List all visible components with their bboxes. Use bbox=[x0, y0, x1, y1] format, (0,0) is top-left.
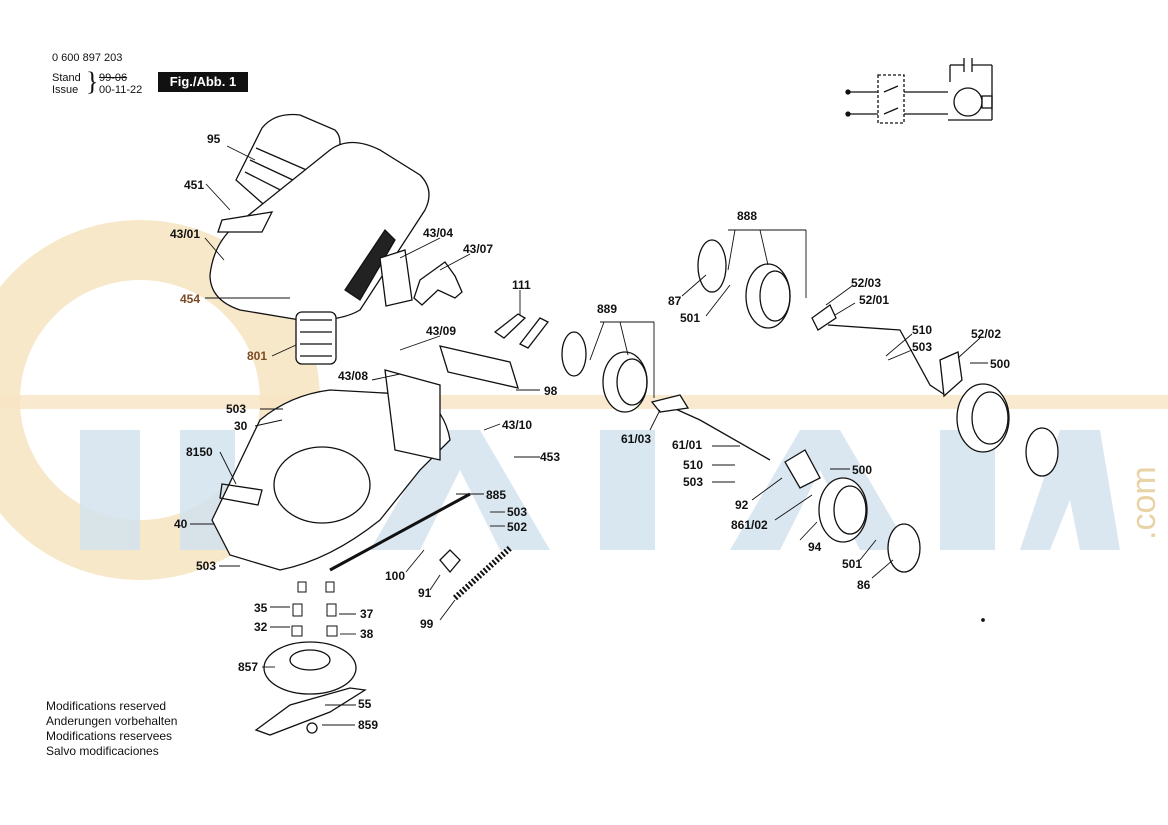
footer-note-en: Modifications reserved bbox=[46, 699, 167, 713]
part-label-501: 501 bbox=[680, 311, 701, 325]
part-label-43-07: 43/07 bbox=[463, 242, 494, 256]
part-label-61-01: 61/01 bbox=[672, 438, 703, 452]
part-label-37: 37 bbox=[360, 607, 374, 621]
part-label-95: 95 bbox=[207, 132, 221, 146]
part-label-87: 87 bbox=[668, 294, 682, 308]
circuit-schematic-icon bbox=[845, 58, 993, 124]
part-label-859: 859 bbox=[358, 718, 379, 732]
part-label-30: 30 bbox=[234, 419, 248, 433]
document-number: 0 600 897 203 bbox=[52, 52, 123, 64]
part-label-40: 40 bbox=[174, 517, 188, 531]
part-label-43-10: 43/10 bbox=[502, 418, 533, 432]
part-label-454: 454 bbox=[180, 292, 201, 306]
part-label-453: 453 bbox=[540, 450, 561, 464]
part-label-8150: 8150 bbox=[186, 445, 213, 459]
footer-note-fr: Modifications reservees bbox=[46, 729, 173, 743]
part-label-510: 510 bbox=[683, 458, 704, 472]
part-label-43-01: 43/01 bbox=[170, 227, 201, 241]
part-label-38: 38 bbox=[360, 627, 374, 641]
part-label-43-04: 43/04 bbox=[423, 226, 454, 240]
part-label-502: 502 bbox=[507, 520, 528, 534]
part-label-98: 98 bbox=[544, 384, 558, 398]
issue-label: Issue bbox=[52, 84, 79, 96]
stand-label: Stand bbox=[52, 72, 81, 84]
part-label-503: 503 bbox=[226, 402, 247, 416]
part-label-91: 91 bbox=[418, 586, 432, 600]
brace-icon: } bbox=[86, 67, 99, 96]
part-label-503: 503 bbox=[507, 505, 528, 519]
part-label-86: 86 bbox=[857, 578, 871, 592]
part-label-52-02: 52/02 bbox=[971, 327, 1002, 341]
part-label-35: 35 bbox=[254, 601, 268, 615]
part-label-510: 510 bbox=[912, 323, 933, 337]
part-label-503: 503 bbox=[196, 559, 217, 573]
part-label-99: 99 bbox=[420, 617, 434, 631]
part-label-500: 500 bbox=[990, 357, 1011, 371]
part-label-861-02: 861/02 bbox=[731, 518, 768, 532]
part-label-92: 92 bbox=[735, 498, 749, 512]
old-date: 99-06 bbox=[99, 72, 128, 84]
part-label-61-03: 61/03 bbox=[621, 432, 652, 446]
part-label-857: 857 bbox=[238, 660, 259, 674]
part-label-43-08: 43/08 bbox=[338, 369, 369, 383]
svg-text:.com: .com bbox=[1125, 466, 1163, 540]
part-label-52-01: 52/01 bbox=[859, 293, 890, 307]
part-label-55: 55 bbox=[358, 697, 372, 711]
part-label-503: 503 bbox=[912, 340, 933, 354]
part-label-501: 501 bbox=[842, 557, 863, 571]
footer-note-de: Anderungen vorbehalten bbox=[46, 714, 178, 728]
footer-note-es: Salvo modificaciones bbox=[46, 744, 159, 758]
part-label-52-03: 52/03 bbox=[851, 276, 882, 290]
part-label-43-09: 43/09 bbox=[426, 324, 457, 338]
part-label-94: 94 bbox=[808, 540, 822, 554]
part-label-451: 451 bbox=[184, 178, 205, 192]
part-label-32: 32 bbox=[254, 620, 268, 634]
part-label-503: 503 bbox=[683, 475, 704, 489]
part-label-889: 889 bbox=[597, 302, 618, 316]
figure-badge: Fig./Abb. 1 bbox=[158, 72, 248, 92]
part-label-500: 500 bbox=[852, 463, 873, 477]
part-label-885: 885 bbox=[486, 488, 507, 502]
part-label-111: 111 bbox=[512, 278, 531, 292]
part-label-801: 801 bbox=[247, 349, 268, 363]
issue-date: 00-11-22 bbox=[99, 84, 143, 96]
part-label-888: 888 bbox=[737, 209, 758, 223]
part-label-100: 100 bbox=[385, 569, 406, 583]
